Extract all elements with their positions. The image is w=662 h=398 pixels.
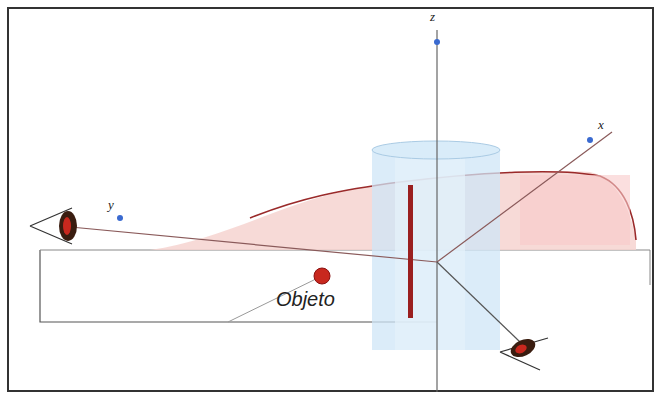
object-label: Objeto [276,288,335,310]
y-marker [117,215,123,221]
surface-patch [520,175,630,245]
axis-label: y [108,198,114,212]
view-line [437,262,520,342]
z-marker [434,39,440,45]
x-axis [437,132,612,262]
ground-plane-back [40,250,650,285]
axis-label: x [598,118,604,132]
red-bar [408,185,413,318]
cylinder-highlight [395,150,465,350]
cylinder-top [372,141,500,159]
y-axis [60,226,437,262]
frame [8,8,653,391]
eye-left [30,208,77,244]
axis-label: z [430,10,435,24]
x-marker [587,137,593,143]
object-dot [314,268,330,284]
eye-right [500,335,548,370]
cylinder [372,150,500,350]
z-axis [436,30,437,392]
